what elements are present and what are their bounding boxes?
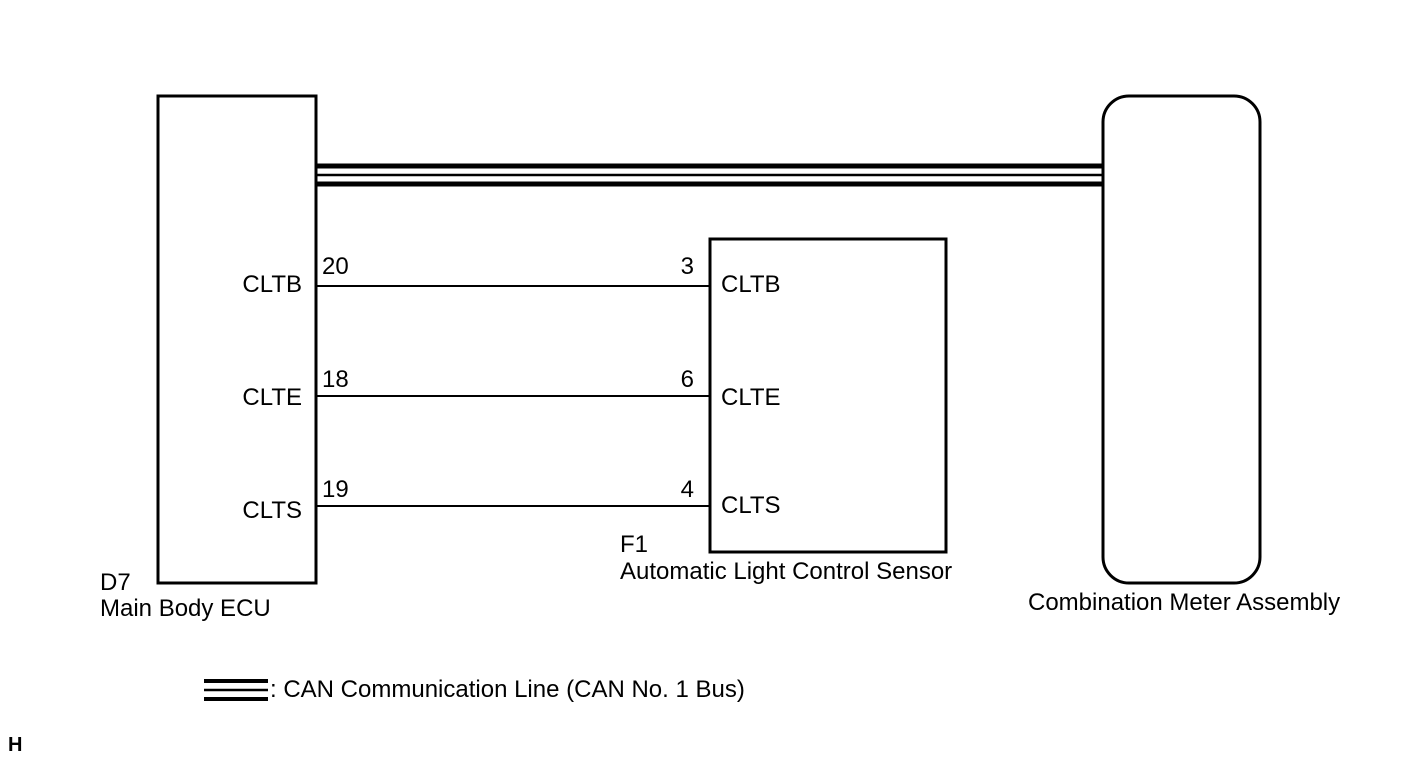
sensor-code: F1 [620,531,648,558]
ecu-pin-20: 20 [322,253,349,280]
sensor-name: Automatic Light Control Sensor [620,558,952,585]
ecu-signal-cltb: CLTB [242,271,302,298]
sensor-pin-4: 4 [681,476,694,503]
sensor-signal-clts: CLTS [721,492,781,519]
meter-name: Combination Meter Assembly [1028,589,1340,616]
sensor-signal-cltb: CLTB [721,271,781,298]
ecu-pin-19: 19 [322,476,349,503]
sensor-signal-clte: CLTE [721,384,781,411]
corner-label: H [8,734,22,756]
sensor-pin-3: 3 [681,253,694,280]
main-body-ecu-box [156,94,318,585]
ecu-name: Main Body ECU [100,595,271,622]
combination-meter-box [1101,94,1262,585]
ecu-signal-clts: CLTS [242,497,302,524]
ecu-code: D7 [100,569,131,596]
legend-can-line-symbol [204,679,268,701]
ecu-pin-18: 18 [322,366,349,393]
ecu-signal-clte: CLTE [242,384,302,411]
sensor-pin-6: 6 [681,366,694,393]
legend-text: : CAN Communication Line (CAN No. 1 Bus) [270,676,745,703]
can-bus-line [316,163,1103,187]
